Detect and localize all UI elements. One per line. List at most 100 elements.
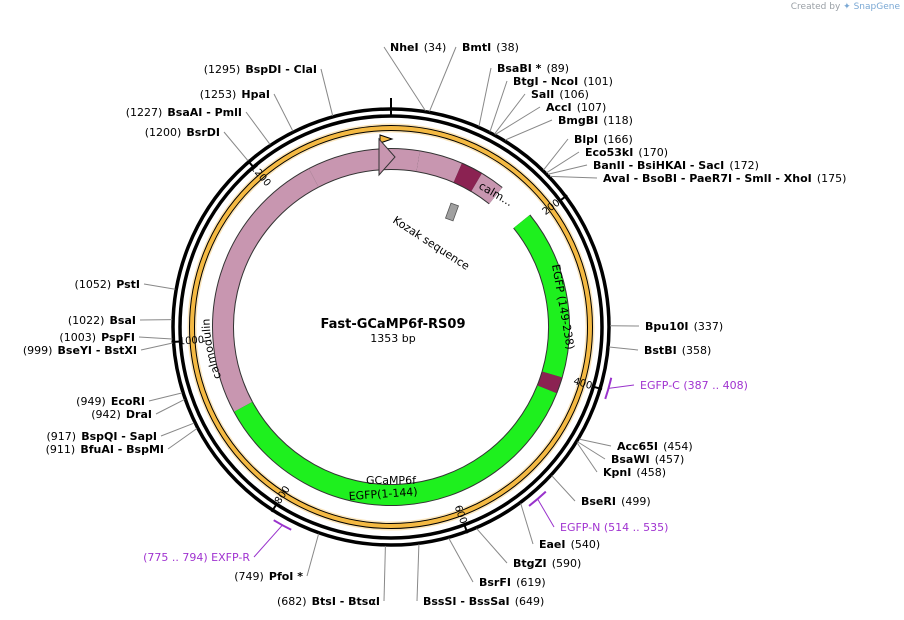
site-label[interactable]: (749) PfoI * xyxy=(234,565,303,584)
site-name: BtsI - BtsαI xyxy=(312,595,380,608)
site-label[interactable]: (911) BfuAI - BspMI xyxy=(46,438,164,457)
leader-20 xyxy=(416,544,420,602)
site-name: PspFI xyxy=(101,331,135,344)
site-label[interactable]: KpnI (458) xyxy=(603,461,666,480)
site-label[interactable]: BsaBI * (89) xyxy=(497,57,569,76)
site-label[interactable]: BseRI (499) xyxy=(581,490,651,509)
site-name: BsaBI * xyxy=(497,62,542,75)
site-label[interactable]: Acc65I (454) xyxy=(617,435,693,454)
leader-10 xyxy=(550,175,598,179)
site-name: SalI xyxy=(531,88,554,101)
site-label[interactable]: NheI (34) xyxy=(390,36,446,55)
site-position: (175) xyxy=(817,172,847,185)
site-name: BmgBI xyxy=(558,114,598,127)
site-position: (1253) xyxy=(200,88,237,101)
site-name: BsaWI xyxy=(611,453,650,466)
site-position: (457) xyxy=(655,453,685,466)
leader-24 xyxy=(167,428,198,450)
tick-400 xyxy=(593,385,603,391)
site-label[interactable]: (1052) PstI xyxy=(75,273,140,292)
site-label[interactable]: (917) BspQI - SapI xyxy=(47,425,157,444)
primer-arc[interactable] xyxy=(273,519,292,531)
site-name: BtgZI xyxy=(513,557,547,570)
site-label[interactable]: BmgBI (118) xyxy=(558,109,633,128)
kozak-label: Kozak sequence xyxy=(390,214,472,273)
site-label[interactable]: (1227) BsaAI - PmlI xyxy=(126,101,242,120)
site-position: (499) xyxy=(621,495,651,508)
site-name: NheI xyxy=(390,41,419,54)
primer-label[interactable]: EGFP-C (387 .. 408) xyxy=(640,379,748,392)
site-position: (649) xyxy=(515,595,545,608)
site-label[interactable]: (949) EcoRI xyxy=(76,390,145,409)
primer-arc[interactable] xyxy=(604,377,613,400)
site-label[interactable]: BsaWI (457) xyxy=(611,448,684,467)
orf-arrow-head xyxy=(379,134,394,144)
site-label[interactable]: BstBI (358) xyxy=(644,339,711,358)
site-label[interactable]: (1200) BsrDI xyxy=(145,121,220,140)
primer-marks: EGFP-C (387 .. 408) EGFP-N (514 .. 535) (7… xyxy=(143,377,748,564)
site-label[interactable]: BlpI (166) xyxy=(574,128,633,147)
site-position: (1200) xyxy=(145,126,182,139)
tick-200 xyxy=(559,194,568,202)
site-label[interactable]: BtgZI (590) xyxy=(513,552,581,571)
site-name: AvaI - BsoBI - PaeR7I - SmlI - XhoI xyxy=(603,172,812,185)
site-label[interactable]: BanII - BsiHKAI - SacI (172) xyxy=(593,154,759,173)
site-label[interactable]: (1003) PspFI xyxy=(59,326,135,345)
leader-0 xyxy=(383,46,426,111)
site-name: BmtI xyxy=(462,41,491,54)
leader-9 xyxy=(547,164,588,175)
site-label[interactable]: (1295) BspDI - ClaI xyxy=(204,58,317,77)
site-position: (170) xyxy=(638,146,668,159)
leader-3 xyxy=(489,80,508,132)
credit-prefix: Created by xyxy=(790,2,841,12)
site-label[interactable]: (942) DraI xyxy=(91,403,152,422)
orf-label: GCaMP6f xyxy=(366,474,417,487)
calmodulin-arc-b[interactable] xyxy=(390,149,420,172)
calmodulin-arc[interactable] xyxy=(213,168,319,412)
site-label[interactable]: BtgI - NcoI (101) xyxy=(513,70,613,89)
kozak-marker[interactable] xyxy=(444,202,460,222)
site-label[interactable]: Eco53kI (170) xyxy=(585,141,668,160)
plasmid-name: Fast-GCaMP6f-RS09 xyxy=(320,317,465,332)
leader-25 xyxy=(155,399,185,415)
site-label[interactable]: AccI (107) xyxy=(546,96,606,115)
feature-arcs xyxy=(212,137,570,506)
site-label[interactable]: (682) BtsI - BtsαI xyxy=(277,590,380,609)
leader-21 xyxy=(383,545,386,602)
kozak-box xyxy=(444,202,460,222)
site-position: (458) xyxy=(636,466,666,479)
site-label[interactable]: AvaI - BsoBI - PaeR7I - SmlI - XhoI (175… xyxy=(603,167,846,186)
site-name: BssSI - BssSaI xyxy=(423,595,510,608)
site-position: (166) xyxy=(603,133,633,146)
site-label[interactable]: Bpu10I (337) xyxy=(645,315,723,334)
site-position: (454) xyxy=(663,440,693,453)
site-name: HpaI xyxy=(241,88,270,101)
linker-arc[interactable] xyxy=(537,371,562,393)
site-name: BfuAI - BspMI xyxy=(80,443,164,456)
egfp-c-arc[interactable] xyxy=(513,215,569,378)
site-leaders xyxy=(138,46,640,602)
primer-label[interactable]: EGFP-N (514 .. 535) xyxy=(560,521,668,534)
primer-leader xyxy=(253,524,283,558)
site-position: (172) xyxy=(729,159,759,172)
site-name: BsaI xyxy=(110,314,136,327)
site-label[interactable]: SalI (106) xyxy=(531,83,589,102)
tag-arc[interactable] xyxy=(453,163,482,192)
site-position: (358) xyxy=(682,344,712,357)
tick-1200 xyxy=(246,159,255,168)
site-label[interactable]: (999) BseYI - BstXI xyxy=(23,339,137,358)
site-label[interactable]: BssSI - BssSaI (649) xyxy=(423,590,544,609)
site-label[interactable]: BsrFI (619) xyxy=(479,571,546,590)
site-label[interactable]: EaeI (540) xyxy=(539,533,600,552)
site-label[interactable]: BmtI (38) xyxy=(462,36,519,55)
snapgene-credit: Created by ✦ SnapGene xyxy=(791,2,900,12)
site-position: (34) xyxy=(424,41,447,54)
site-label[interactable]: (1022) BsaI xyxy=(68,309,136,328)
egfp-n-arc[interactable] xyxy=(234,385,557,505)
site-position: (619) xyxy=(516,576,546,589)
site-position: (1227) xyxy=(126,106,163,119)
primer-label[interactable]: (775 .. 794) EXFP-R xyxy=(143,551,250,564)
site-label[interactable]: (1253) HpaI xyxy=(200,83,270,102)
site-name: BsrFI xyxy=(479,576,511,589)
